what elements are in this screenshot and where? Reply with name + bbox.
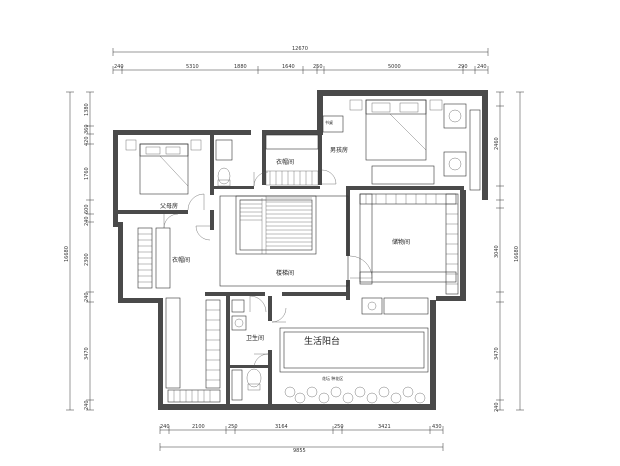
bottom-dim-4: 3164 [275,424,288,430]
top-dim-4: 1640 [282,64,295,70]
label-parents-room: 父母房 [160,202,178,210]
overall-left-dim: 16680 [64,246,70,262]
left-dim-2: 360 [84,124,90,134]
dimension-left: 16680 1380 360 420 1760 600 240 2300 240… [64,91,94,411]
top-dim-2: 5310 [186,64,199,70]
left-dim-8: 240 [84,292,90,302]
right-dim-2: 3040 [494,245,500,258]
top-dim-6: 5000 [388,64,401,70]
top-dim-8: 240 [477,64,487,70]
left-dim-5: 600 [84,204,90,214]
label-boys-room: 男孩房 [330,146,348,154]
dimension-bottom: 240 2100 250 3164 250 3421 430 9855 [159,424,444,454]
label-stairwell: 楼梯间 [276,269,294,277]
closet-top: 衣帽间 [215,134,319,187]
bottom-dim-2: 2100 [192,424,205,430]
bottom-dim-1: 240 [160,424,170,430]
top-dim-3: 1880 [234,64,247,70]
parents-room: 父母房 [125,139,202,210]
bottom-dim-5: 250 [334,424,344,430]
dimension-top: 12670 240 5310 1880 1640 250 5000 290 24… [112,46,489,74]
top-dim-7: 290 [458,64,468,70]
storage-room: 储物间 [359,193,459,295]
bathroom: 卫生间 [231,299,264,401]
right-dim-4: 240 [494,402,500,412]
left-dim-9: 3470 [84,347,90,360]
balcony: 生活阳台 花坛 种花区 [279,297,429,404]
label-balcony: 生活阳台 [304,335,340,347]
bottom-dim-7: 430 [432,424,442,430]
overall-right-dim: 16680 [514,246,520,262]
closet-left: 衣帽间 [137,227,221,403]
doors [163,169,373,369]
boys-room: 书桌 男孩房 [322,99,481,191]
label-storage: 储物间 [392,238,410,246]
label-balcony-note: 花坛 种花区 [322,375,343,381]
overall-top-dim: 12670 [292,46,308,52]
left-dim-10: 240 [84,400,90,410]
label-closet-top: 衣帽间 [276,158,294,166]
stairwell: 楼梯间 [219,195,349,287]
right-dim-3: 3470 [494,347,500,360]
left-dim-6: 240 [84,216,90,226]
label-closet-left: 衣帽间 [172,256,190,264]
top-dim-5: 250 [313,64,323,70]
overall-bottom-dim: 9855 [293,448,306,454]
dimension-right: 16680 2460 3040 3470 240 [494,91,524,412]
bottom-dim-6: 3421 [378,424,391,430]
top-dim-1: 240 [114,64,124,70]
bottom-dim-3: 250 [228,424,238,430]
left-dim-4: 1760 [84,167,90,180]
label-desk: 书桌 [325,119,333,125]
left-dim-3: 420 [84,136,90,146]
left-dim-1: 1380 [84,103,90,116]
planters [284,386,426,404]
left-dim-7: 2300 [84,253,90,266]
label-bathroom: 卫生间 [246,334,264,342]
right-dim-1: 2460 [494,137,500,150]
